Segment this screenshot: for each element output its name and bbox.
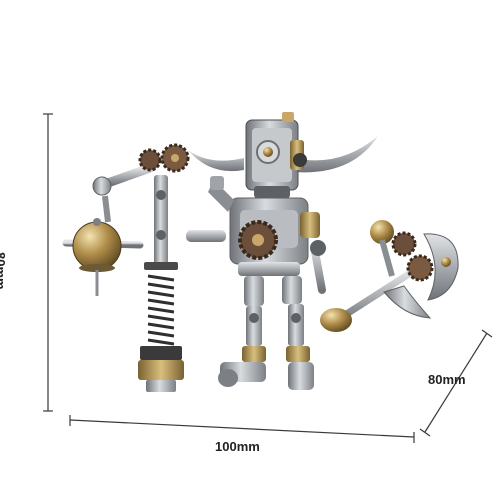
dimension-label-height: 80mm xyxy=(0,252,8,290)
dimension-line-width xyxy=(69,415,415,443)
mace xyxy=(62,218,144,296)
torso xyxy=(186,176,320,265)
dimension-line-depth xyxy=(419,329,493,437)
left-arm xyxy=(92,143,190,223)
legs xyxy=(218,262,314,390)
head xyxy=(188,112,378,198)
right-arm xyxy=(310,220,459,332)
dimension-label-width: 100mm xyxy=(215,439,260,454)
spring-column xyxy=(138,175,184,392)
robot-figure xyxy=(62,112,459,392)
dimension-line-height xyxy=(43,113,53,412)
dimension-label-depth: 80mm xyxy=(428,372,466,387)
